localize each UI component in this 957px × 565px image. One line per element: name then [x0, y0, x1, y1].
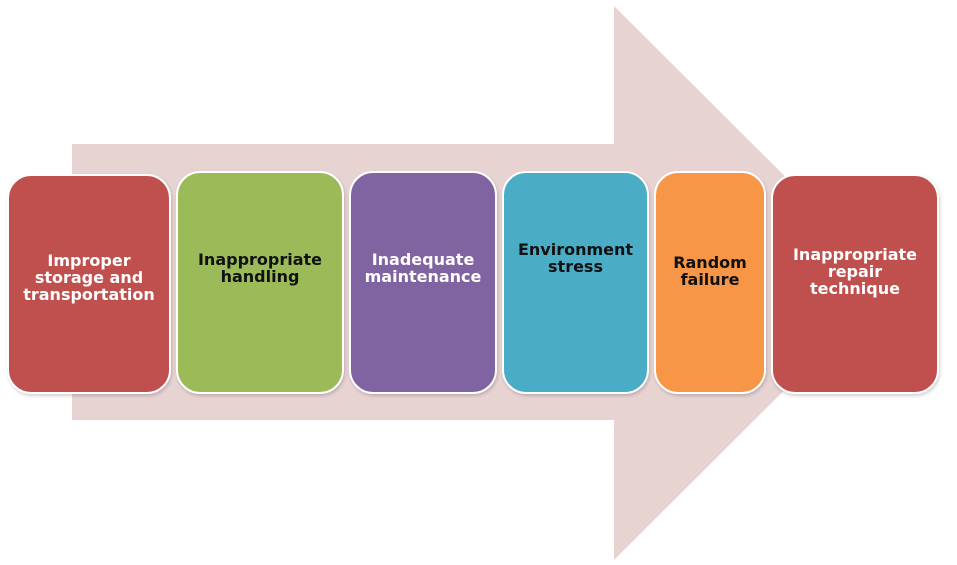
step-box-inappropriate-handling: Inappropriate handling: [176, 171, 344, 394]
step-label: Inappropriate handling: [197, 249, 323, 286]
step-label: Inadequate maintenance: [364, 249, 482, 286]
step-label: Improper storage and transportation: [23, 250, 155, 304]
step-box-improper-storage: Improper storage and transportation: [7, 174, 171, 394]
step-label: Environment stress: [517, 239, 634, 276]
step-label: Random failure: [673, 252, 747, 289]
step-box-inadequate-maintenance: Inadequate maintenance: [349, 171, 497, 394]
step-box-inappropriate-repair: Inappropriate repair technique: [771, 174, 939, 394]
step-label: Inappropriate repair technique: [792, 244, 918, 298]
step-box-environment-stress: Environment stress: [502, 171, 649, 394]
step-box-random-failure: Random failure: [654, 171, 766, 394]
